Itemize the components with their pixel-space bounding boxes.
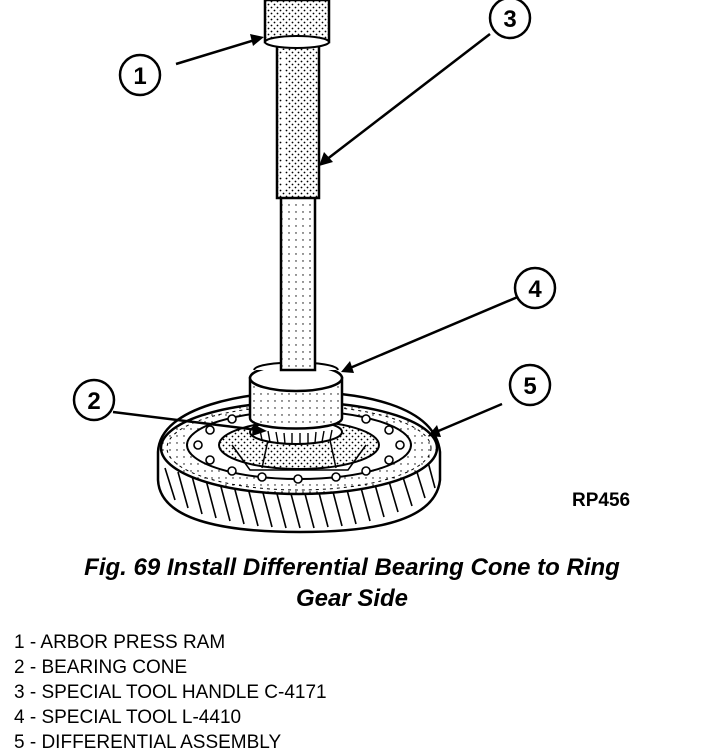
- legend-item: 3 - SPECIAL TOOL HANDLE C-4171: [14, 680, 327, 705]
- legend-item-number: 1: [14, 632, 25, 653]
- figure-caption-line-1: Fig. 69 Install Differential Bearing Con…: [84, 554, 620, 581]
- callout-1-label: 1: [133, 63, 146, 90]
- callout-4: 4: [513, 266, 557, 310]
- callout-1: 1: [118, 53, 162, 97]
- legend-item-text: - ARBOR PRESS RAM: [24, 632, 226, 653]
- callout-3: 3: [488, 0, 532, 40]
- special-tool-l4410: [248, 361, 344, 430]
- legend-item-number: 2: [14, 657, 25, 678]
- bearing-install-illustration: 1 2 3 4 5 RP456: [72, 0, 630, 534]
- legend-item-number: 5: [14, 732, 25, 753]
- callout-3-label: 3: [503, 6, 516, 33]
- legend-item: 1 - ARBOR PRESS RAM: [14, 630, 327, 655]
- callout-2-label: 2: [87, 388, 100, 415]
- figure-reference-code: RP456: [572, 490, 630, 511]
- legend-item: 2 - BEARING CONE: [14, 655, 327, 680]
- special-tool-handle-c4171: [275, 40, 321, 372]
- callout-4-label: 4: [528, 276, 542, 303]
- parts-legend: 1 - ARBOR PRESS RAM 2 - BEARING CONE 3 -…: [14, 630, 327, 755]
- legend-item-text: - SPECIAL TOOL L-4410: [24, 707, 242, 728]
- legend-item-number: 4: [14, 707, 25, 728]
- legend-item: 4 - SPECIAL TOOL L-4410: [14, 705, 327, 730]
- legend-item-text: - DIFFERENTIAL ASSEMBLY: [24, 732, 282, 753]
- arbor-press-ram: [263, 0, 331, 49]
- figure-caption: Fig. 69 Install Differential Bearing Con…: [0, 552, 704, 614]
- legend-item-number: 3: [14, 682, 25, 703]
- callout-5: 5: [508, 363, 552, 407]
- callout-2: 2: [72, 378, 116, 422]
- figure-caption-line-2: Gear Side: [295, 585, 409, 612]
- legend-item-text: - SPECIAL TOOL HANDLE C-4171: [24, 682, 327, 703]
- callout-5-label: 5: [523, 373, 536, 400]
- legend-item: 5 - DIFFERENTIAL ASSEMBLY: [14, 730, 327, 755]
- leader-lines: [112, 33, 521, 437]
- legend-item-text: - BEARING CONE: [24, 657, 188, 678]
